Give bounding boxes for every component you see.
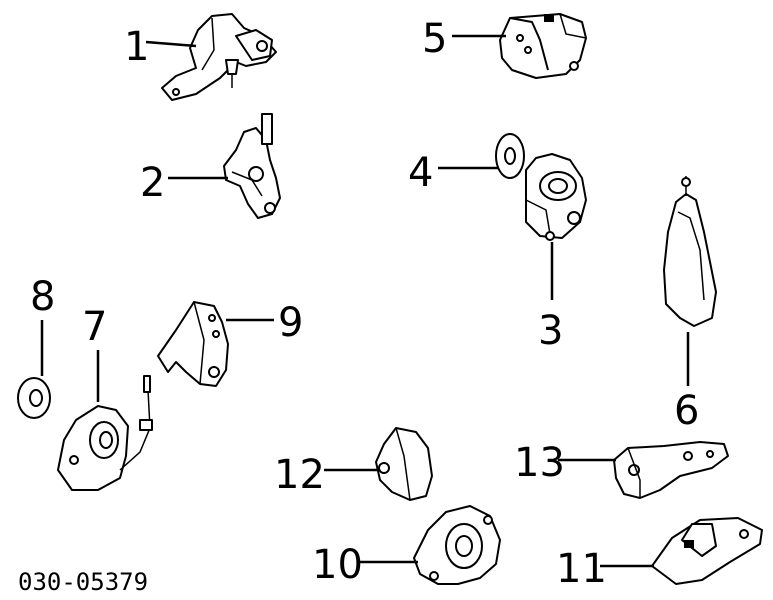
callout-6: 6 <box>674 388 699 434</box>
part-11-mount-plate <box>651 517 763 585</box>
callout-7: 7 <box>82 304 107 350</box>
callout-10: 10 <box>312 542 363 588</box>
callout-12: 12 <box>274 452 325 498</box>
part-4-washer <box>495 133 525 179</box>
callout-3: 3 <box>538 308 563 354</box>
callout-5: 5 <box>422 16 447 62</box>
callout-2: 2 <box>140 160 165 206</box>
part-2-mount-bracket <box>223 113 281 219</box>
part-13-bracket <box>613 441 729 499</box>
part-1-engine-mount <box>161 13 277 101</box>
part-3-engine-mount <box>525 153 587 241</box>
callout-11: 11 <box>556 546 607 592</box>
part-7-mount-with-sensor <box>57 375 153 491</box>
callout-4: 4 <box>408 150 433 196</box>
part-10-engine-mount <box>413 505 501 585</box>
part-6-heat-shield <box>663 176 717 327</box>
callout-8: 8 <box>30 274 55 320</box>
part-12-mount-block <box>375 427 433 501</box>
part-8-washer <box>17 377 51 419</box>
callout-9: 9 <box>278 300 303 346</box>
callout-1: 1 <box>124 24 149 70</box>
leader-1 <box>145 40 197 48</box>
part-9-mount-bracket <box>157 301 229 387</box>
callout-13: 13 <box>514 440 565 486</box>
part-5-transmission-mount <box>499 13 587 79</box>
diagram-code: 030-05379 <box>18 568 148 596</box>
